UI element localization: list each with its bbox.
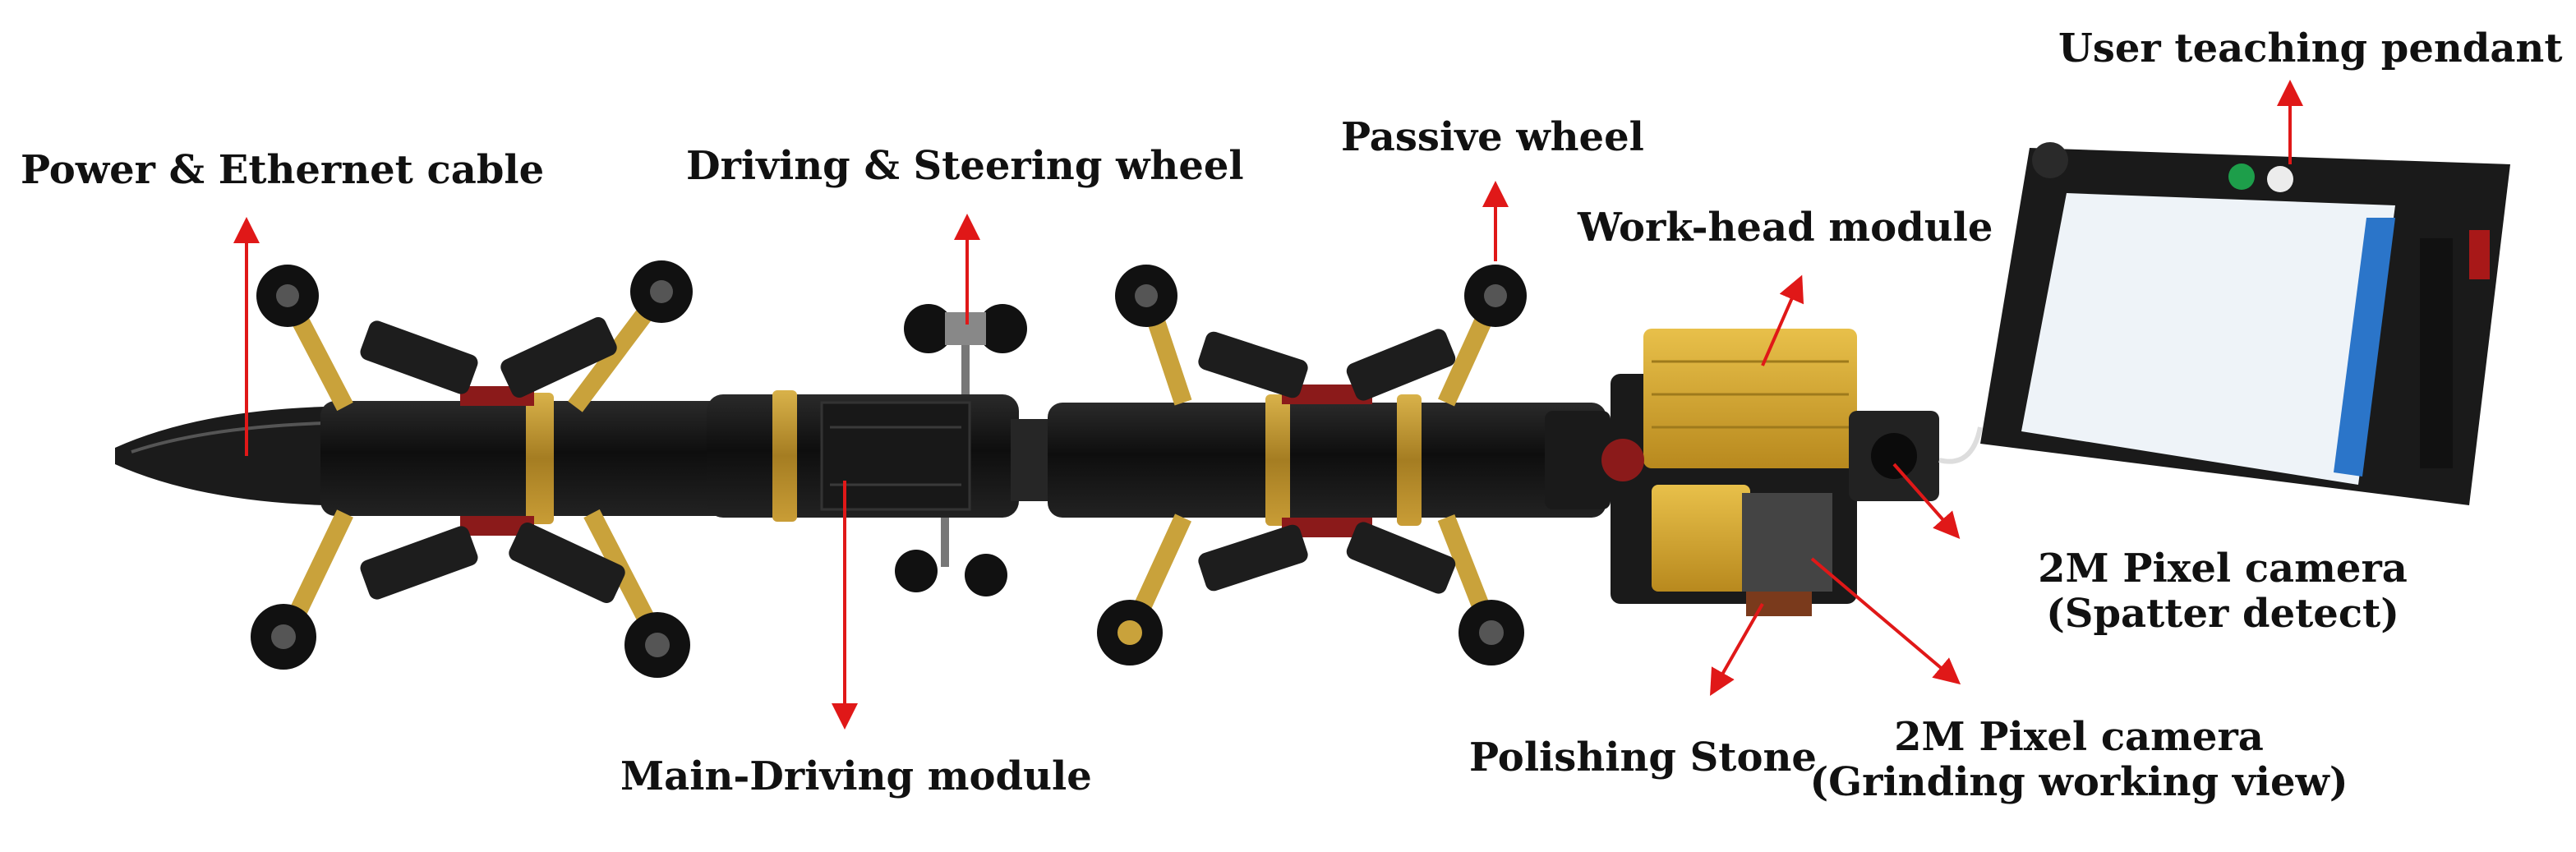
gold-ring-3 bbox=[1265, 394, 1290, 526]
body-segment-rear bbox=[1048, 403, 1606, 518]
label-driving-steering-wheel: Driving & Steering wheel bbox=[686, 143, 1244, 189]
nose-cone bbox=[115, 407, 325, 505]
arrow-polishing-stone bbox=[1710, 603, 1764, 696]
label-camera-spatter-line2: (Spatter detect) bbox=[2046, 591, 2399, 638]
label-main-driving-module: Main-Driving module bbox=[620, 753, 1092, 799]
arrow-work-head bbox=[1761, 274, 1804, 366]
polishing-stone-block bbox=[1742, 493, 1832, 592]
wheel-icon bbox=[1097, 265, 1527, 665]
camera-icon bbox=[1849, 411, 1939, 501]
gold-ring-4 bbox=[1397, 394, 1422, 526]
label-camera-grinding-line2: (Grinding working view) bbox=[1809, 759, 2348, 806]
arrow-camera-grinding bbox=[1810, 557, 1961, 685]
wheel-icon bbox=[251, 260, 693, 678]
gold-ring-2 bbox=[772, 390, 797, 522]
gold-ring-1 bbox=[526, 393, 554, 524]
label-camera-spatter-line1: 2M Pixel camera bbox=[2038, 546, 2408, 592]
label-user-teaching-pendant: User teaching pendant bbox=[2058, 25, 2563, 71]
tablet-icon bbox=[1980, 142, 2510, 505]
label-camera-grinding-line1: 2M Pixel camera bbox=[1894, 714, 2264, 760]
label-camera-grinding: 2M Pixel camera (Grinding working view) bbox=[1808, 714, 2350, 806]
label-camera-spatter: 2M Pixel camera (Spatter detect) bbox=[2017, 546, 2428, 637]
annotation-arrows bbox=[233, 80, 2303, 730]
label-polishing-stone: Polishing Stone bbox=[1469, 735, 1817, 781]
label-passive-wheel: Passive wheel bbox=[1341, 114, 1644, 160]
arrow-camera-spatter bbox=[1892, 463, 1961, 539]
label-power-ethernet-cable: Power & Ethernet cable bbox=[21, 147, 545, 193]
label-work-head-module: Work-head module bbox=[1578, 205, 1993, 251]
workhead-motor bbox=[1643, 329, 1857, 468]
